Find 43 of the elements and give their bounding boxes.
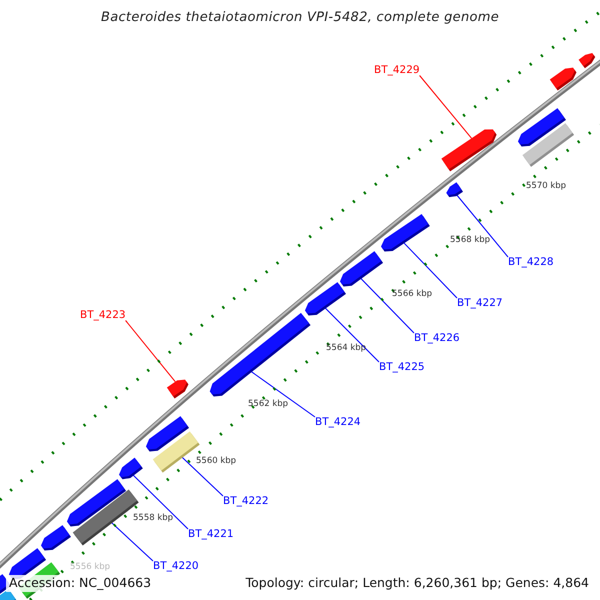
title: Bacteroides thetaiotaomicron VPI-5482, complete genome [100, 11, 500, 24]
scale-label: 5568 kbp [450, 236, 490, 244]
gene-block [304, 282, 346, 316]
gene-block [441, 129, 497, 172]
scale-label: 5566 kbp [392, 290, 432, 298]
gene-label: BT_4226 [414, 333, 460, 344]
gene-block [210, 312, 311, 397]
gene-block [340, 251, 384, 286]
gene-block [578, 53, 596, 68]
gene-label: BT_4220 [153, 561, 199, 572]
scale-label: 5560 kbp [196, 457, 236, 466]
leader-line [131, 473, 188, 530]
gene-label: BT_4228 [508, 257, 554, 268]
gene-label: BT_4223 [80, 310, 126, 320]
leader-line [249, 370, 316, 418]
gene-block [40, 525, 71, 550]
leader-line [110, 520, 154, 562]
leader-line [180, 455, 224, 496]
gene-block [66, 479, 126, 526]
gene-label: BT_4229 [374, 65, 420, 76]
gene-block [118, 458, 143, 480]
scale-label: 5558 kbp [133, 514, 174, 522]
gene-block [166, 380, 188, 399]
gene-bar [522, 123, 574, 167]
scale-label: 5564 kbp [326, 344, 366, 352]
gene-block [446, 182, 463, 198]
leader-line [323, 306, 380, 362]
gene-block [146, 416, 190, 452]
gene-label: BT_4222 [223, 496, 269, 506]
gene-block [550, 68, 576, 90]
gene-block [381, 214, 430, 252]
scale-label: 5570 kbp [526, 182, 566, 190]
gene-label: BT_4225 [379, 362, 425, 372]
leader-line [455, 193, 508, 258]
gene-label: BT_4221 [188, 529, 234, 540]
scale-label: 5562 kbp [248, 400, 288, 408]
leader-line [125, 320, 176, 382]
gene-label: BT_4224 [315, 417, 361, 428]
leader-line [358, 276, 414, 334]
gene-label: BT_4227 [457, 298, 503, 308]
leader-line [402, 240, 458, 298]
faded-scale-label: 5556 kbp [70, 563, 110, 572]
leader-line [419, 75, 472, 139]
